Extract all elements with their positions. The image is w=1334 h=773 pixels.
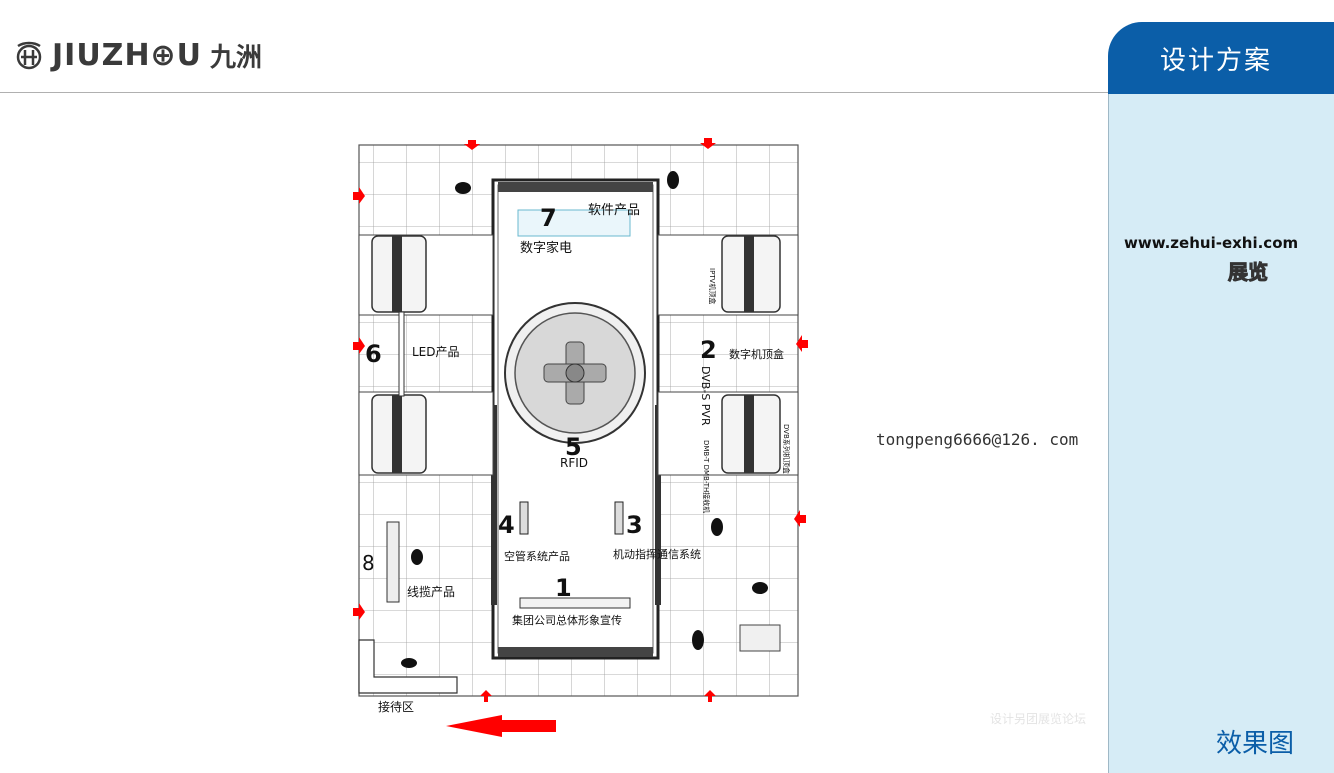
zone-1-label: 集团公司总体形象宣传 [512,613,622,627]
top-display-wall [498,182,653,192]
iptv-label: IPTV机顶盒 [708,268,717,304]
booth-floor-plan: 7 软件产品 数字家电 6 LED产品 2 数字机顶盒 5 RFID 4 空管系… [353,138,808,737]
dmb-label: DMB-T DMB-TH接收机 [702,440,711,513]
logo-text: JIUZH⊕U [52,37,203,73]
zone-8-number: 8 [362,551,375,575]
zone-8-label: 线揽产品 [407,585,455,599]
reception-label: 接待区 [378,699,414,714]
main-entrance-arrow [446,715,556,737]
dvb-s-label: DVB-S PVR [699,366,712,426]
zone-6-number: 6 [365,340,382,368]
jiuzhou-logo-icon [16,41,42,70]
zone-7-number: 7 [540,204,557,232]
led-column [398,311,405,397]
side-panel [1108,92,1334,773]
zone-3-number: 3 [626,511,643,539]
corporate-counter [519,597,631,609]
visitor-figure-icon [401,171,768,668]
left-display-wall [491,405,497,605]
side-tab [1108,22,1334,94]
faint-watermark: 设计另团展览论坛 [990,712,1087,726]
zone-4-number: 4 [498,511,515,539]
zone-5-number: 5 [565,433,582,461]
bottom-display-wall [498,647,653,657]
equipment-table [739,624,781,652]
entry-arrow-icon [353,138,808,702]
zone-5-label: RFID [560,456,588,470]
command-display-pillar [614,501,624,535]
zone-2-label: 数字机顶盒 [729,347,784,361]
zone-1-number: 1 [555,574,572,602]
email-watermark: tongpeng6666@126. com [876,430,1079,449]
zone-7-label: 软件产品 [588,203,640,218]
software-screen [517,209,631,237]
side-tab-label: 设计方案 [1160,46,1273,76]
zone-4-label: 空管系统产品 [504,549,570,563]
company-logo: JIUZH⊕U 九洲 [12,30,262,80]
site-cn-watermark: 展览 [1228,260,1269,285]
zone-3-label: 机动指挥通信系统 [613,547,701,561]
zone-6-label: LED产品 [412,345,460,359]
digital-home-label: 数字家电 [520,240,572,256]
header-divider [0,92,1108,93]
zone-2-number: 2 [700,336,717,364]
dvb-series-label: DVB系列机顶盒 [782,424,791,474]
right-display-wall [655,405,661,605]
result-label: 效果图 [1216,729,1295,759]
logo-chinese-text: 九洲 [210,42,263,73]
site-url-watermark: www.zehui-exhi.com [1124,234,1299,252]
cable-display [386,521,400,603]
atc-display-pillar [519,501,529,535]
reception-desk [358,639,458,694]
